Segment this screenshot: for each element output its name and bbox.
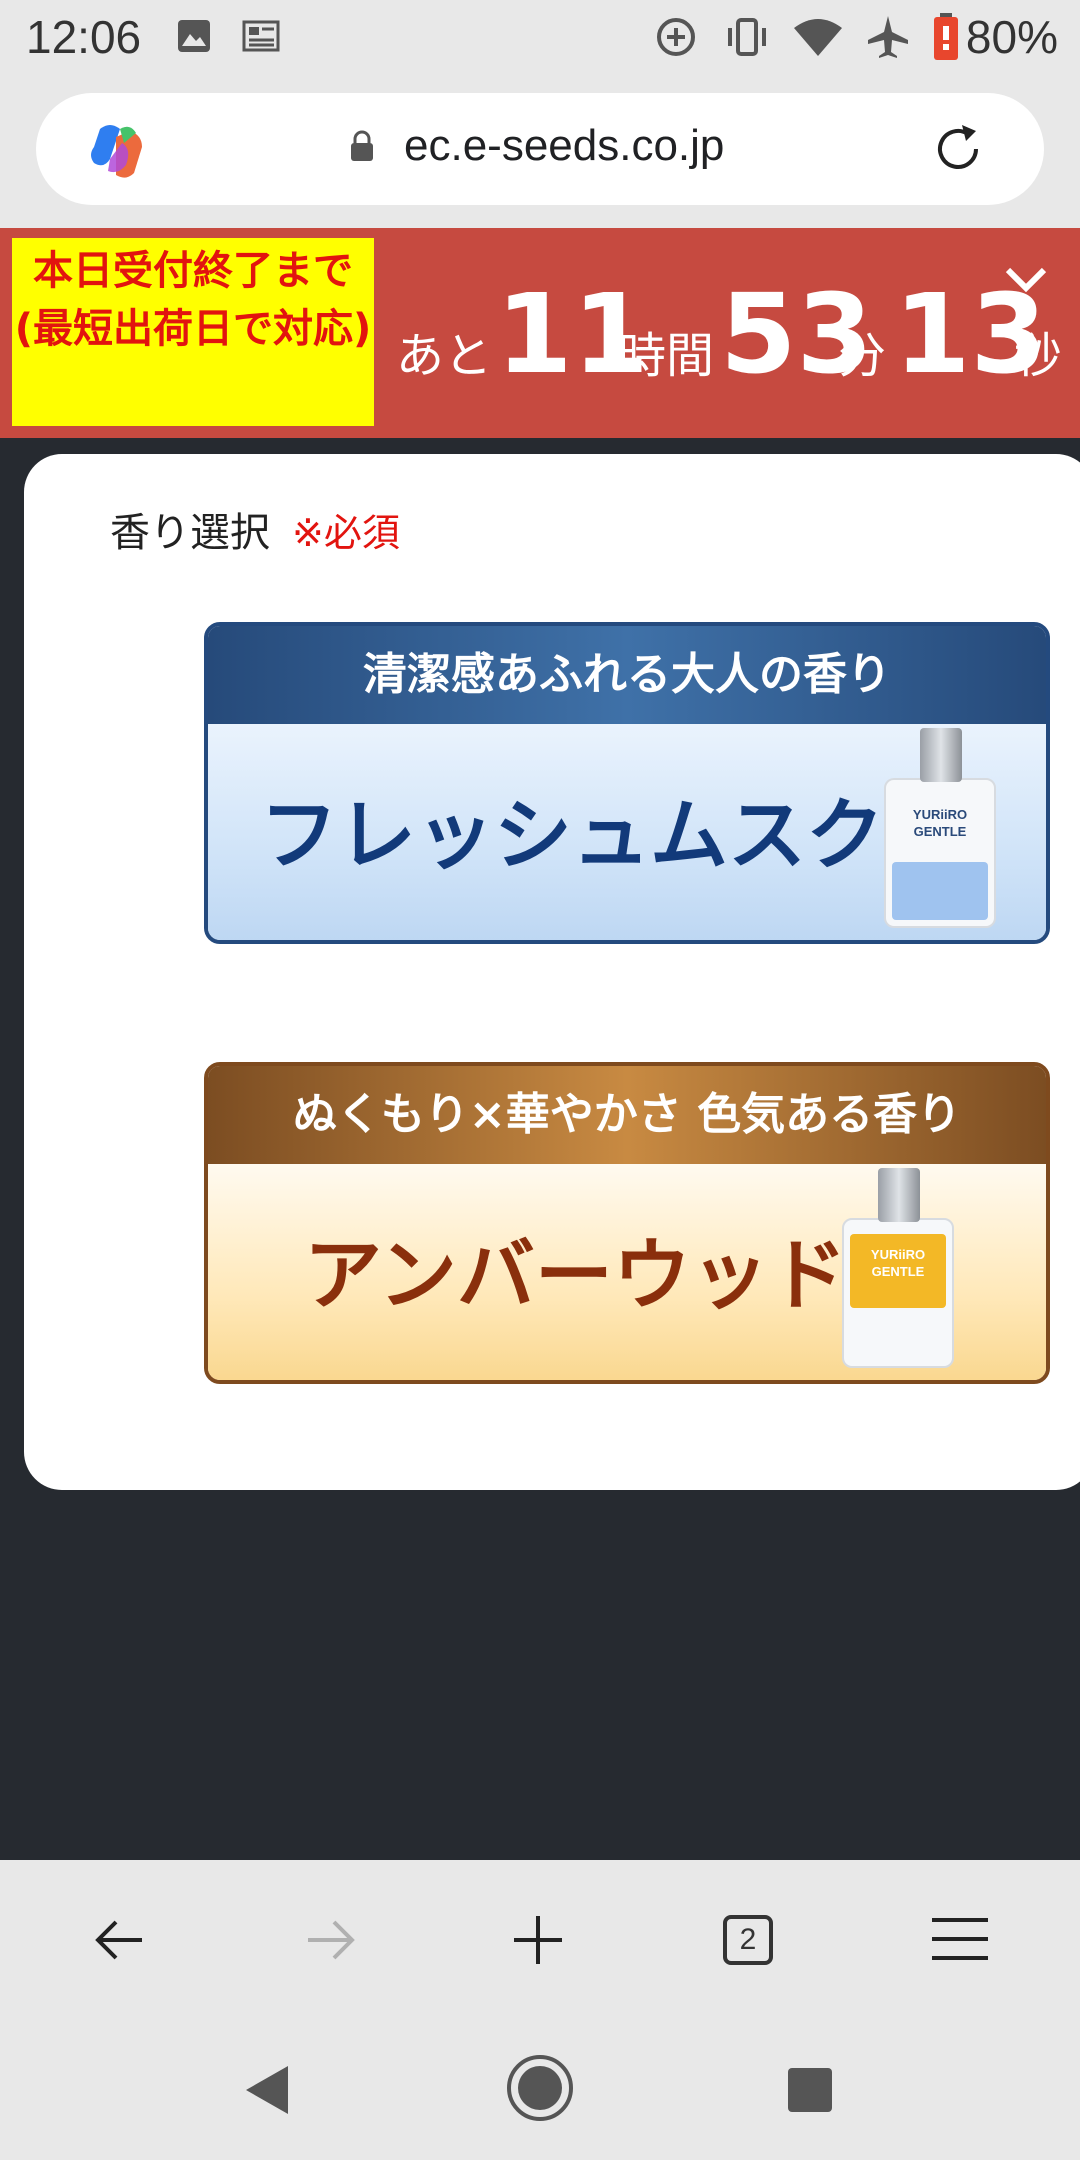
nav-recents-icon[interactable] <box>786 2066 834 2114</box>
notice-box: 本日受付終了まで(最短出荷日で対応) <box>12 238 374 426</box>
vibrate-icon <box>728 18 766 56</box>
scent-option-amber-wood[interactable]: ぬくもり×華やかさ 色気ある香り アンバーウッド YURiiRO GENTLE <box>204 1062 1050 1384</box>
bottle-line: GENTLE <box>913 824 967 839</box>
address-bar[interactable]: ec.e-seeds.co.jp <box>36 93 1044 205</box>
copilot-icon[interactable] <box>86 119 150 183</box>
option-body: アンバーウッド YURiiRO GENTLE <box>208 1164 1046 1380</box>
airplane-icon <box>868 16 908 58</box>
system-nav-bar <box>0 2020 1080 2160</box>
countdown-prefix: あと <box>396 328 493 384</box>
wifi-icon <box>794 19 842 56</box>
countdown-hours-unit: 時間 <box>618 328 715 384</box>
notice-text: 本日受付終了まで(最短出荷日で対応) <box>14 248 372 352</box>
news-icon <box>242 20 280 52</box>
new-tab-plus-icon[interactable] <box>510 1912 566 1968</box>
scent-select-label: 香り選択 <box>110 510 270 556</box>
status-time: 12:06 <box>26 11 142 63</box>
perfume-bottle-image: YURiiRO GENTLE <box>842 1168 954 1368</box>
bottle-brand: YURiiRO <box>870 1247 926 1262</box>
option-tagline: 清潔感あふれる大人の香り <box>208 626 1046 724</box>
chevron-down-icon[interactable] <box>1004 264 1048 294</box>
image-icon <box>178 20 210 52</box>
option-name: アンバーウッド <box>304 1231 847 1321</box>
countdown-minutes: 53 <box>720 270 874 398</box>
back-arrow-icon[interactable] <box>92 1912 148 1968</box>
bottle-brand: YURiiRO <box>912 807 968 822</box>
countdown-seconds-unit: 秒 <box>1014 328 1063 384</box>
option-body: フレッシュムスク YURiiRO GENTLE <box>208 724 1046 940</box>
required-mark: ※必須 <box>292 511 400 555</box>
status-bar: 12:06 80% <box>0 0 1080 80</box>
countdown-hours: 11 <box>496 270 650 398</box>
browser-bottom-toolbar: 2 <box>0 1860 1080 2020</box>
countdown-minutes-unit: 分 <box>838 328 887 384</box>
tab-count-button[interactable]: 2 <box>723 1915 773 1965</box>
data-saver-icon <box>657 18 695 56</box>
option-name: フレッシュムスク <box>260 791 885 881</box>
perfume-bottle-image: YURiiRO GENTLE <box>884 728 996 928</box>
forward-arrow-icon[interactable] <box>302 1912 358 1968</box>
nav-home-icon[interactable] <box>504 2052 576 2124</box>
browser-top-bar: ec.e-seeds.co.jp <box>0 80 1080 228</box>
countdown-banner: 本日受付終了まで(最短出荷日で対応) あと 11 時間 53 分 13 秒 <box>0 228 1080 438</box>
bottle-line: GENTLE <box>871 1264 925 1279</box>
countdown-seconds: 13 <box>894 270 1048 398</box>
scent-option-fresh-musk[interactable]: 清潔感あふれる大人の香り フレッシュムスク YURiiRO GENTLE <box>204 622 1050 944</box>
battery-icon <box>934 13 958 60</box>
bottle-label: YURiiRO GENTLE <box>886 806 994 840</box>
reload-icon[interactable] <box>928 119 988 179</box>
url-text[interactable]: ec.e-seeds.co.jp <box>404 121 725 170</box>
bottle-label: YURiiRO GENTLE <box>844 1246 952 1280</box>
option-tagline: ぬくもり×華やかさ 色気ある香り <box>208 1066 1046 1164</box>
lock-icon <box>351 130 373 161</box>
battery-percent: 80% <box>965 11 1058 63</box>
menu-icon[interactable] <box>930 1914 990 1964</box>
nav-back-icon[interactable] <box>242 2062 292 2118</box>
